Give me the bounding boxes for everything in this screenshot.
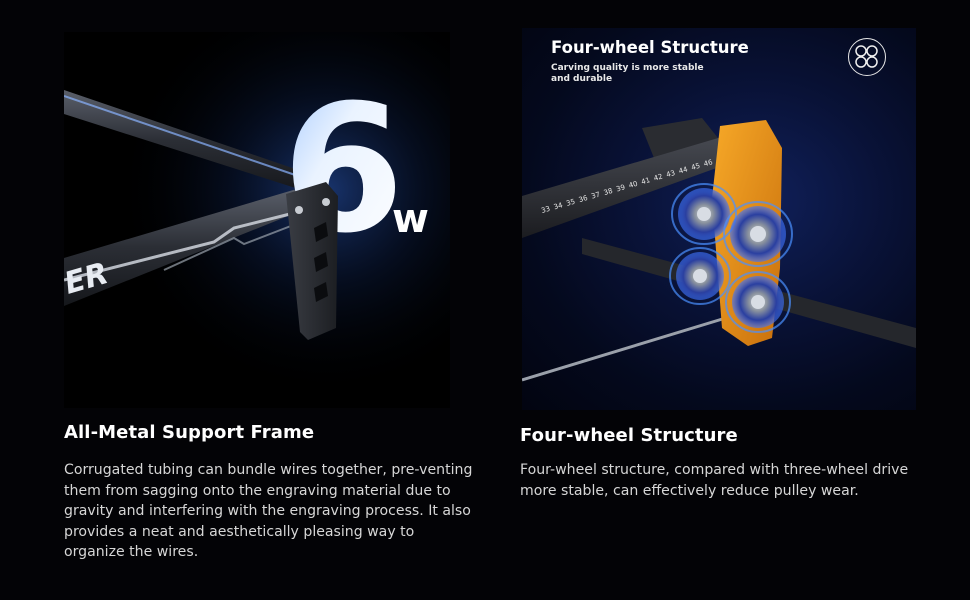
inset-title: Four-wheel Structure xyxy=(551,38,749,57)
power-unit: w xyxy=(392,196,429,242)
ruler-scale: 33 34 35 36 37 38 39 40 41 42 43 44 45 4… xyxy=(540,158,714,215)
guide-rod xyxy=(522,308,753,382)
frame-description: Corrugated tubing can bundle wires toget… xyxy=(64,462,473,560)
ruler-number: 37 xyxy=(590,190,601,200)
frame-product-image: ER 6 w xyxy=(64,32,450,408)
four-wheel-heading: Four-wheel Structure xyxy=(520,425,738,446)
support-plate xyxy=(286,182,338,340)
inset-subtitle: Carving quality is more stable and durab… xyxy=(551,63,704,84)
ruler-number: 43 xyxy=(665,169,676,179)
upper-rail xyxy=(64,90,308,192)
ruler-number: 41 xyxy=(640,176,651,186)
ruler-number: 40 xyxy=(628,180,639,190)
four-wheel-product-image: Four-wheel Structure Carving quality is … xyxy=(522,28,916,410)
ruler-number: 39 xyxy=(615,183,626,193)
ruler-number: 45 xyxy=(690,162,701,172)
ruler-number: 33 xyxy=(540,205,551,215)
ruler-number: 42 xyxy=(653,173,664,183)
ruler-number: 36 xyxy=(578,194,589,204)
four-wheel-description: Four-wheel structure, compared with thre… xyxy=(520,462,909,499)
lower-rail xyxy=(64,188,308,306)
ruler-number: 44 xyxy=(678,165,689,175)
wheel xyxy=(723,201,793,267)
ruler-number: 46 xyxy=(703,158,714,168)
ruler-number: 35 xyxy=(565,198,576,208)
wheel xyxy=(671,183,737,245)
ruler-number: 38 xyxy=(603,187,614,197)
frame-heading: All-Metal Support Frame xyxy=(64,422,315,443)
four-wheel-icon xyxy=(848,38,886,76)
ruler-number: 34 xyxy=(553,201,564,211)
ruler-rail xyxy=(522,128,772,238)
wheel xyxy=(669,247,731,305)
wheel xyxy=(725,271,791,333)
